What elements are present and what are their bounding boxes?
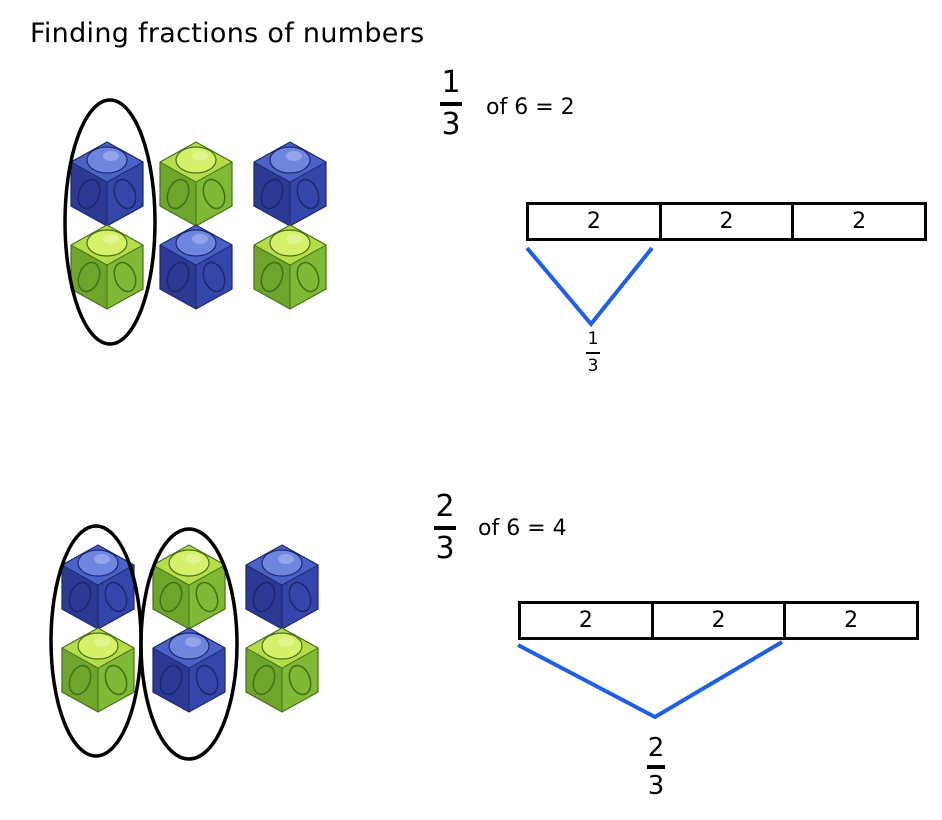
fraction-bar [586,352,600,354]
fraction-bar [440,102,462,106]
bar-cell: 2 [844,608,859,633]
fraction-bar [434,526,456,530]
group-circle [139,527,239,761]
fraction-numerator: 2 [647,733,665,763]
page-title: Finding fractions of numbers [30,18,425,49]
fraction-numerator: 1 [587,329,599,349]
cube-blue [245,544,319,630]
fraction-denominator: 3 [587,356,599,376]
brace-line [525,246,654,328]
brace-fraction: 2 3 [642,735,670,799]
fraction-denominator: 3 [435,531,455,566]
brace-fraction: 1 3 [582,331,604,375]
cube-blue [61,544,135,630]
cube-green [159,141,233,227]
group-circle [63,98,157,346]
fraction-two-thirds: 2 3 [430,492,460,564]
bar-model: 2 2 2 [518,601,919,640]
cube-green [70,224,144,310]
bar-cell: 2 [852,209,867,234]
bar-model: 2 2 2 [526,202,927,241]
cube-blue [152,627,226,713]
bar-cell: 2 [662,205,795,238]
fraction-bar [647,765,665,769]
cube-blue [253,141,327,227]
cube-green [253,224,327,310]
cube-blue [159,224,233,310]
equation-text: of 6 = 4 [478,516,567,541]
fraction-numerator: 2 [435,489,455,524]
bar-cell: 2 [529,205,662,238]
fraction-numerator: 1 [441,65,461,100]
cube-green [245,627,319,713]
cube-blue [70,141,144,227]
equation-text: of 6 = 2 [486,95,575,120]
fraction-denominator: 3 [441,107,461,142]
fraction-one-third: 1 3 [436,68,466,140]
cube-green [152,544,226,630]
cube-green [61,627,135,713]
brace-line [517,640,784,720]
bar-cell: 2 [521,604,654,637]
bar-cell: 2 [654,604,787,637]
fraction-denominator: 3 [647,771,665,801]
